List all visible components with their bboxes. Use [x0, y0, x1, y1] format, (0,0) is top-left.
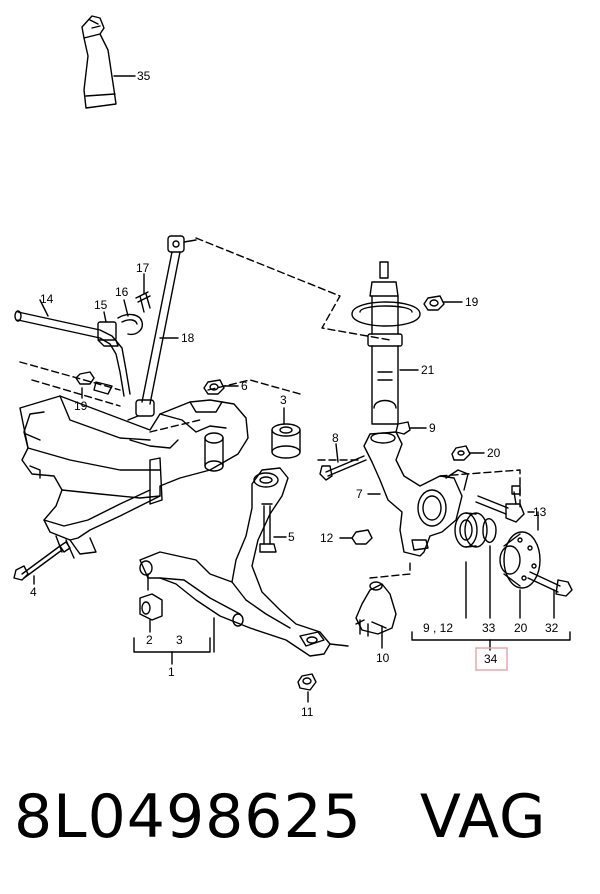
nut-12 — [351, 529, 373, 545]
grease-tube-icon — [81, 15, 117, 109]
ball-joint — [355, 581, 397, 637]
strut — [351, 261, 421, 425]
callout-19-left: 19 — [74, 399, 88, 413]
nut-20-top — [451, 445, 471, 461]
bolt-5 — [259, 503, 277, 553]
callout-35: 35 — [137, 69, 151, 83]
bolt-4 — [13, 541, 71, 581]
callout-9-12: 9 , 12 — [423, 621, 453, 635]
callout-17: 17 — [136, 261, 150, 275]
brand-name: VAG — [419, 782, 547, 852]
leader-line — [335, 443, 339, 463]
bushing-2 — [139, 593, 163, 621]
callout-12: 12 — [320, 531, 334, 545]
circlip — [482, 518, 497, 544]
bar-clamp — [117, 291, 151, 336]
nut-11 — [297, 673, 317, 691]
bolt-8 — [319, 455, 367, 481]
callout-20-bottom: 20 — [514, 621, 528, 635]
callout-34: 34 — [484, 652, 498, 666]
callout-20-top: 20 — [487, 446, 501, 460]
callout-8: 8 — [332, 431, 339, 445]
callout-19-right: 19 — [465, 295, 479, 309]
leader-line — [103, 311, 107, 323]
callout-3-bottom: 3 — [176, 633, 183, 647]
callout-1: 1 — [168, 665, 175, 679]
wheel-bearing-housing — [363, 431, 469, 557]
bushing-3-top — [271, 423, 301, 459]
callout-33: 33 — [482, 621, 496, 635]
callout-32: 32 — [545, 621, 559, 635]
callout-21: 21 — [421, 363, 435, 377]
part-number: 8L0498625 — [14, 782, 362, 852]
callout-11: 11 — [301, 705, 314, 719]
leader-line — [123, 299, 129, 317]
callout-14: 14 — [40, 292, 54, 306]
leader-line — [39, 299, 49, 317]
hub-bolt — [527, 571, 573, 597]
callout-4: 4 — [30, 585, 37, 599]
callout-13: 13 — [533, 505, 547, 519]
bar-bushing — [97, 321, 119, 347]
callout-9: 9 — [429, 421, 436, 435]
caption: 8L0498625 VAG — [14, 782, 547, 852]
highlight-box — [475, 647, 508, 671]
callout-3-top: 3 — [280, 393, 287, 407]
tie-rod-end — [475, 485, 525, 523]
wheel-bearing — [454, 512, 488, 548]
nut-6 — [203, 379, 225, 395]
control-arm — [139, 467, 349, 657]
nut-9 — [395, 421, 411, 435]
callout-15: 15 — [94, 298, 108, 312]
callout-16: 16 — [115, 285, 129, 299]
stabilizer-bar — [14, 310, 131, 397]
subframe — [19, 395, 249, 559]
callout-10: 10 — [376, 651, 390, 665]
callout-2: 2 — [146, 633, 153, 647]
callout-18: 18 — [181, 331, 195, 345]
group-bracket-1 — [133, 617, 215, 665]
callout-7: 7 — [356, 487, 363, 501]
wheel-hub — [499, 531, 541, 589]
nut-19-top — [423, 295, 445, 311]
callout-5: 5 — [288, 530, 295, 544]
callout-6: 6 — [241, 379, 248, 393]
coupling-rod — [127, 235, 197, 421]
